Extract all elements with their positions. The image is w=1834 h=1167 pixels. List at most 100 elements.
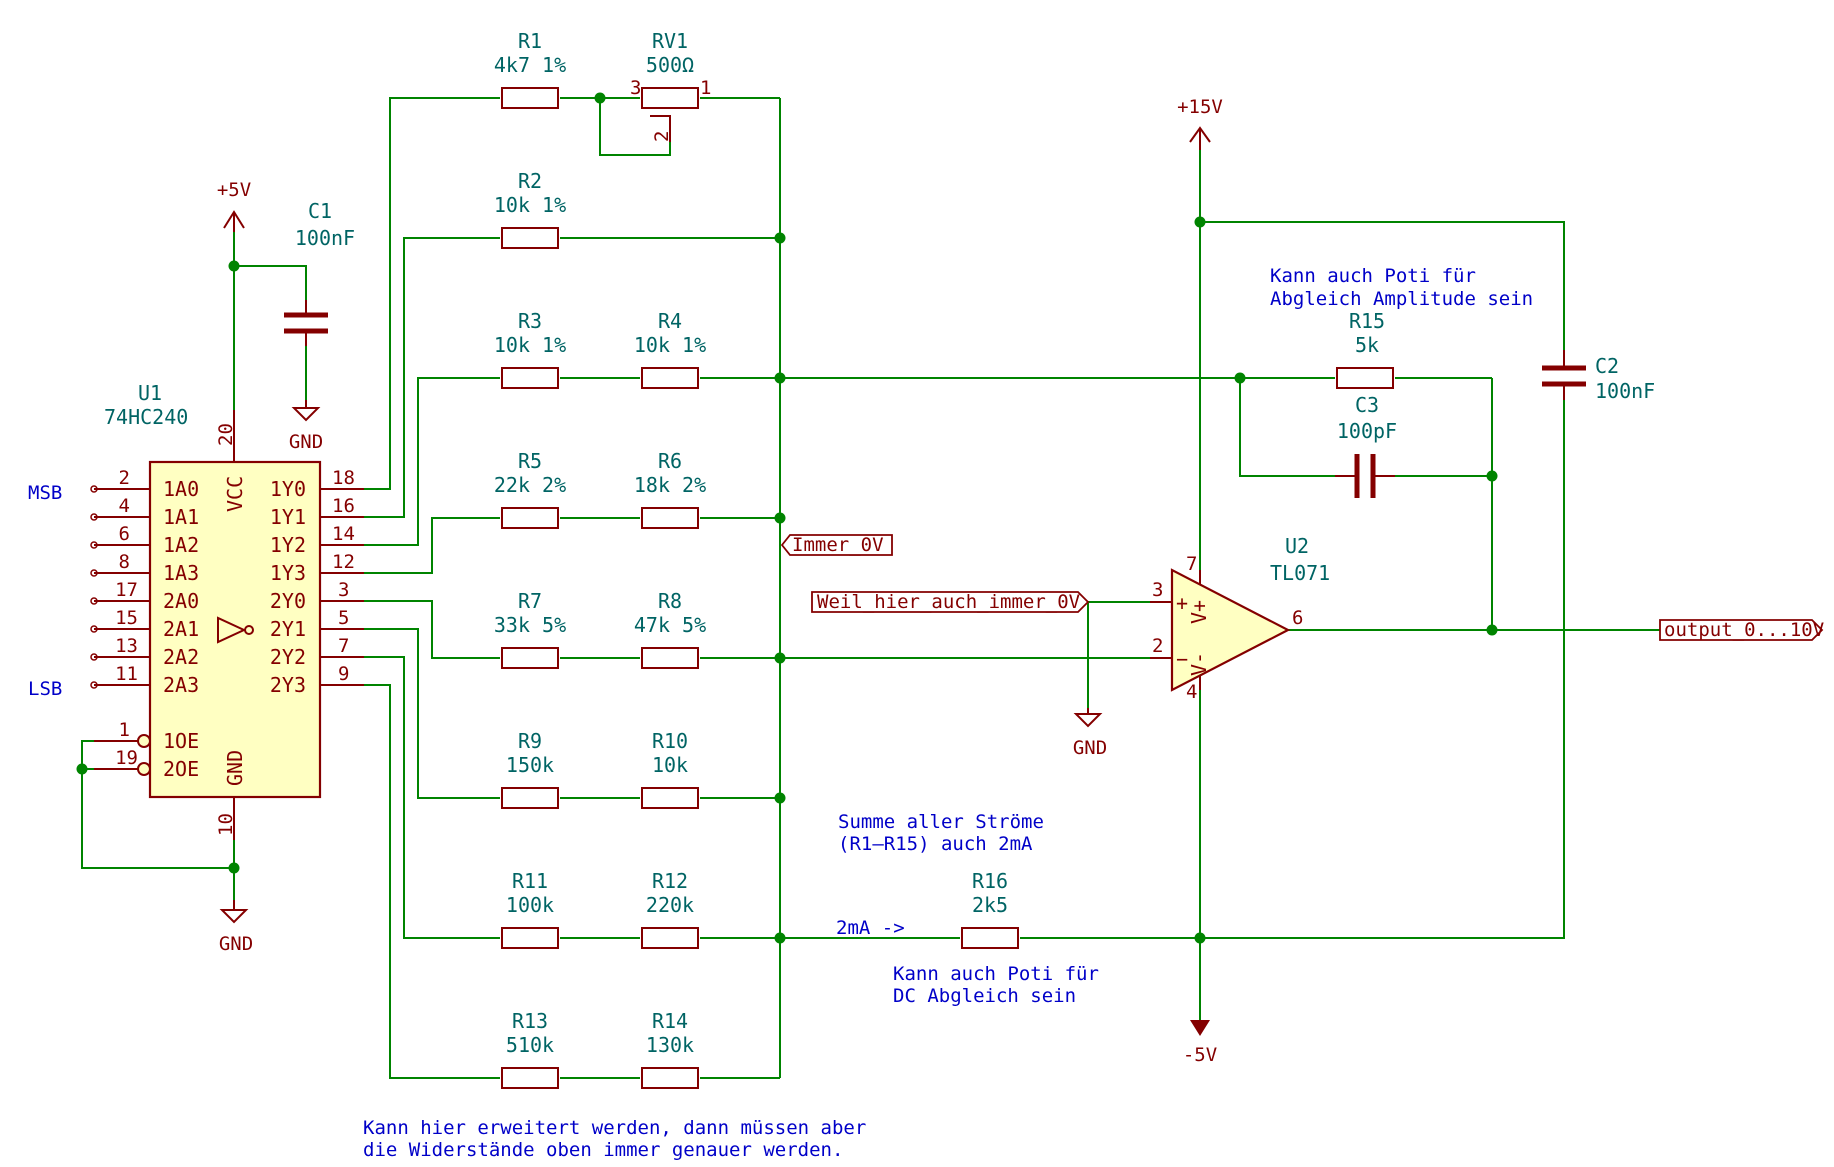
net-label-output[interactable]: output_0...10V — [1659, 619, 1824, 641]
negative-supply-icon — [1190, 1020, 1210, 1036]
value-r13: 510k — [506, 1033, 554, 1057]
resistor-r12[interactable] — [641, 927, 699, 949]
note-poti-amplitude-line2: Abgleich Amplitude sein — [1270, 288, 1533, 310]
junction-dot — [774, 512, 786, 524]
capacitor-c2[interactable] — [1542, 350, 1586, 400]
ref-c2: C2 — [1595, 354, 1619, 378]
pin-number: 7 — [338, 635, 349, 657]
resistor-r14[interactable] — [641, 1067, 699, 1089]
resistor-r5[interactable] — [501, 507, 559, 529]
resistor-r9[interactable] — [501, 787, 559, 809]
pin-number: 15 — [115, 607, 138, 629]
resistor-r8[interactable] — [641, 647, 699, 669]
pin-name: 2A3 — [163, 673, 199, 697]
power-label-gnd: GND — [289, 431, 323, 453]
resistor-r10[interactable] — [641, 787, 699, 809]
pin-name: 1Y0 — [270, 477, 306, 501]
vminus-name: V- — [1187, 652, 1211, 676]
value-r9: 150k — [506, 753, 554, 777]
junction-dot — [774, 232, 786, 244]
value-rv1: 500Ω — [646, 53, 694, 77]
capacitor-c3[interactable] — [1335, 454, 1395, 498]
capacitor-c1[interactable] — [284, 300, 328, 346]
pin-number: 16 — [332, 495, 355, 517]
ref-r10: R10 — [652, 729, 688, 753]
ref-r8: R8 — [658, 589, 682, 613]
power-label-15v: +15V — [1177, 96, 1223, 118]
ref-r11: R11 — [512, 869, 548, 893]
ref-r13: R13 — [512, 1009, 548, 1033]
vplus-name: V+ — [1187, 600, 1211, 624]
pin-name: 1Y1 — [270, 505, 306, 529]
power-label-5v: +5V — [217, 179, 251, 201]
value-r2: 10k 1% — [494, 193, 566, 217]
pin-number: 5 — [338, 607, 349, 629]
ref-r3: R3 — [518, 309, 542, 333]
note-msb: MSB — [28, 482, 62, 504]
note-extension-line1: Kann hier erweitert werden, dann müssen … — [363, 1117, 866, 1139]
resistor-r15[interactable] — [1336, 367, 1394, 389]
junction-dot — [1234, 372, 1246, 384]
resistor-r6[interactable] — [641, 507, 699, 529]
note-poti-dc-line2: DC Abgleich sein — [893, 985, 1076, 1007]
ic-u1[interactable]: 1A0 1A1 1A2 1A3 2A0 2A1 2A2 2A3 1Y0 1Y1 … — [90, 410, 364, 840]
ref-r9: R9 — [518, 729, 542, 753]
ground-icon — [219, 909, 249, 924]
ref-r5: R5 — [518, 449, 542, 473]
resistor-r13[interactable] — [501, 1067, 559, 1089]
note-current: 2mA -> — [836, 917, 905, 939]
pin-number: 6 — [1292, 607, 1303, 629]
value-r3: 10k 1% — [494, 333, 566, 357]
pin-number: 20 — [215, 423, 237, 446]
pin-name: 2Y2 — [270, 645, 306, 669]
note-extension-line2: die Widerstände oben immer genauer werde… — [363, 1139, 843, 1161]
resistor-r3[interactable] — [501, 367, 559, 389]
pin-name: 1A0 — [163, 477, 199, 501]
ref-r6: R6 — [658, 449, 682, 473]
ref-r14: R14 — [652, 1009, 688, 1033]
pin-name: 1A3 — [163, 561, 199, 585]
pin-number: 14 — [332, 523, 355, 545]
net-label-text: Weil_hier_auch_immer_0V — [817, 591, 1080, 613]
wires — [81, 97, 1660, 1079]
value-r15: 5k — [1355, 333, 1379, 357]
resistor-r4[interactable] — [641, 367, 699, 389]
pin-number: 10 — [215, 813, 237, 836]
resistor-r2[interactable] — [501, 227, 559, 249]
pin-number: 17 — [115, 579, 138, 601]
junction-dot — [1194, 216, 1206, 228]
value-r12: 220k — [646, 893, 694, 917]
noninverting-symbol: + — [1176, 591, 1188, 615]
pin-number: 2 — [1152, 635, 1163, 657]
u2-value: TL071 — [1270, 561, 1330, 585]
pin-name: 1Y2 — [270, 533, 306, 557]
pin-name: 2A2 — [163, 645, 199, 669]
pin-number: 3 — [1152, 579, 1163, 601]
ground-icon — [291, 407, 321, 422]
net-label-weil[interactable]: Weil_hier_auch_immer_0V — [811, 591, 1090, 613]
opamp-u2[interactable]: + − V+ V- 3 2 6 7 4 — [1150, 553, 1303, 703]
value-r14: 130k — [646, 1033, 694, 1057]
resistor-r16[interactable] — [961, 927, 1019, 949]
value-r1: 4k7 1% — [494, 53, 566, 77]
ref-r12: R12 — [652, 869, 688, 893]
potentiometer-rv1[interactable] — [641, 87, 699, 109]
ref-r15: R15 — [1349, 309, 1385, 333]
resistor-r7[interactable] — [501, 647, 559, 669]
net-label-immer[interactable]: Immer_0V — [780, 534, 893, 556]
pin-number: 11 — [115, 663, 138, 685]
junction-dot — [594, 92, 606, 104]
ref-c3: C3 — [1355, 393, 1379, 417]
resistor-r1[interactable] — [501, 87, 559, 109]
power-label-gnd: GND — [1073, 737, 1107, 759]
component-texts: R1 4k7 1% RV1 500Ω 3 1 2 R2 10k 1% R3 10… — [295, 29, 1655, 1057]
ground-icon — [1073, 713, 1103, 728]
pin-number: 6 — [119, 523, 130, 545]
pin-name: 1OE — [163, 729, 199, 753]
pin-name: VCC — [223, 476, 247, 512]
inverter-symbol-icon — [217, 616, 254, 644]
resistor-r11[interactable] — [501, 927, 559, 949]
pin-number: 7 — [1186, 553, 1197, 575]
value-r7: 33k 5% — [494, 613, 566, 637]
note-summe-line1: Summe aller Ströme — [838, 811, 1044, 833]
